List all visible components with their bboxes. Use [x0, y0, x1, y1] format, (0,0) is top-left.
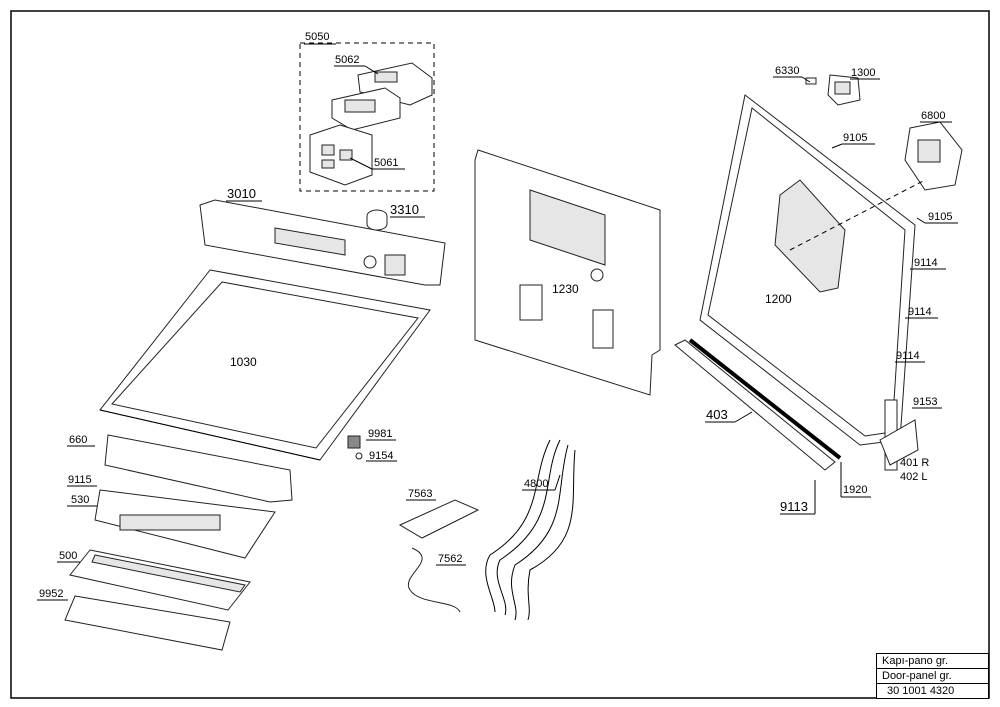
label-500: 500 [59, 550, 77, 562]
label-9113: 9113 [780, 499, 808, 514]
part-1300-hinge [827, 74, 861, 106]
label-530: 530 [71, 494, 89, 506]
title-english: Door-panel gr. [877, 669, 988, 684]
part-660-insulation [104, 434, 293, 503]
label-1030: 1030 [230, 355, 257, 369]
part-403-rail [674, 339, 836, 471]
label-5062: 5062 [335, 54, 359, 66]
label-402L: 402 L [900, 471, 928, 483]
label-9105-top: 9105 [843, 132, 867, 144]
dispenser-dash-line [789, 179, 926, 251]
label-9153: 9153 [913, 396, 937, 408]
part-4800-harness [485, 439, 576, 621]
label-4800: 4800 [524, 478, 548, 490]
leader-lines [37, 43, 958, 601]
part-6800-dispenser [904, 121, 963, 191]
part-7563-board [398, 499, 480, 539]
label-3010: 3010 [227, 186, 256, 201]
label-9114-2: 9114 [908, 306, 932, 318]
label-9114-1: 9114 [914, 257, 938, 269]
label-9981: 9981 [368, 428, 392, 440]
label-7562: 7562 [438, 553, 462, 565]
part-3310-knob [366, 209, 388, 231]
part-500-handle [69, 549, 251, 611]
part-9952-strip [64, 595, 231, 651]
label-403: 403 [706, 407, 728, 422]
label-401R: 401 R [900, 457, 929, 469]
label-1920: 1920 [843, 484, 867, 496]
part-7562-cable [407, 547, 461, 613]
label-9105-side: 9105 [928, 211, 952, 223]
part-9154-screw [355, 452, 363, 460]
label-5061: 5061 [374, 157, 398, 169]
label-1300: 1300 [851, 67, 875, 79]
part-1030-tray [99, 269, 431, 461]
label-9115: 9115 [68, 474, 92, 486]
label-6330: 6330 [775, 65, 799, 77]
part-1230-insulation [474, 149, 661, 396]
drawing-code: 30 1001 4320 [887, 685, 955, 697]
label-7563: 7563 [408, 488, 432, 500]
drawing-frame [10, 10, 990, 699]
title-turkish: Kapı-pano gr. [877, 654, 988, 669]
label-9114-3: 9114 [896, 350, 920, 362]
part-401-402-hinge [879, 399, 919, 471]
part-1920-gasket [688, 338, 842, 460]
part-6330-clip [805, 77, 817, 85]
label-9952: 9952 [39, 588, 63, 600]
part-3010-control-panel [199, 199, 446, 286]
part-5061-module [309, 124, 373, 186]
part-board [331, 87, 401, 131]
group-5050-box [299, 42, 435, 192]
part-530-bracket [94, 489, 276, 559]
label-6800: 6800 [921, 110, 945, 122]
part-1200-inner-door [699, 94, 916, 446]
label-5050: 5050 [305, 31, 329, 43]
label-3310: 3310 [390, 202, 419, 217]
part-labels: 5050 5062 5061 3010 3310 1230 1030 1200 … [39, 31, 952, 600]
part-9981-pad [347, 435, 361, 449]
title-block: Kapı-pano gr. Door-panel gr. 30 1001 432… [876, 653, 989, 699]
label-1230: 1230 [552, 282, 579, 296]
label-9154: 9154 [369, 450, 393, 462]
label-660: 660 [69, 434, 87, 446]
label-1200: 1200 [765, 292, 792, 306]
